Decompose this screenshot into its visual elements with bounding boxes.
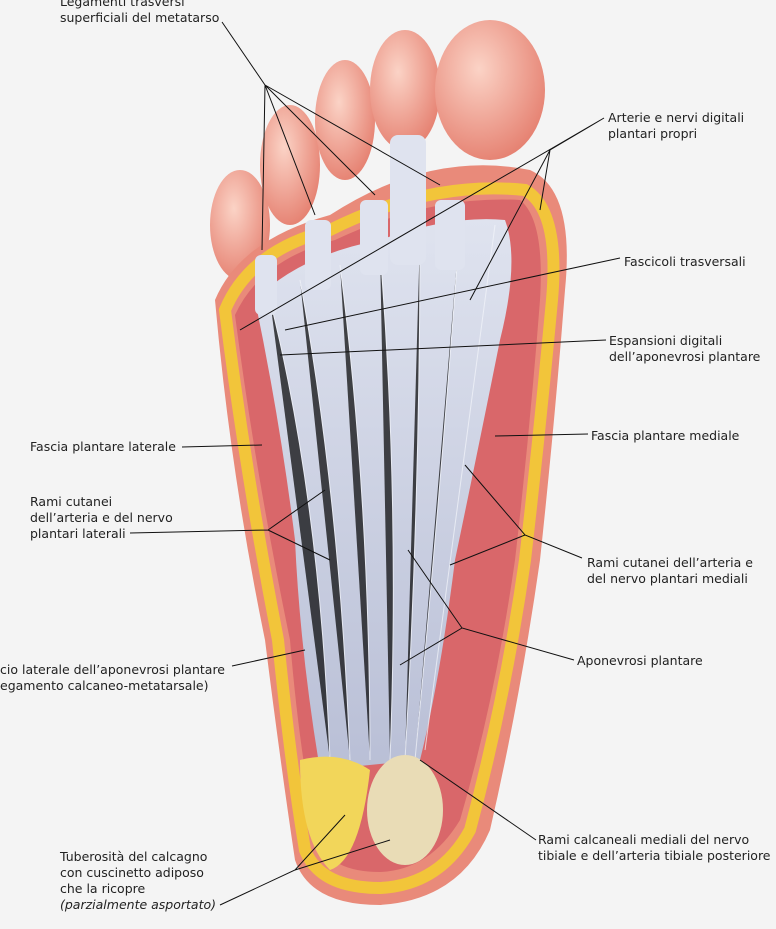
label-fascio-laterale: cio laterale dell’aponevrosi plantare eg… xyxy=(0,662,225,694)
label-line: Rami calcaneali mediali del nervo xyxy=(538,832,750,847)
label-fascicoli-trasversali: Fascicoli trasversali xyxy=(624,254,746,270)
label-line: Fascia plantare laterale xyxy=(30,439,176,454)
label-line: (parzialmente asportato) xyxy=(60,897,217,912)
calcaneal-tuberosity xyxy=(367,755,443,865)
label-aponevrosi-plantare: Aponevrosi plantare xyxy=(577,653,703,669)
label-line: dell’aponevrosi plantare xyxy=(609,349,761,364)
label-espansioni-digitali: Espansioni digitali dell’aponevrosi plan… xyxy=(609,333,760,365)
digital-slips xyxy=(255,135,465,315)
label-legamenti-trasversi: Legamenti trasversi superficiali del met… xyxy=(60,0,219,26)
leader-lines xyxy=(129,21,621,906)
label-line: Tuberosità del calcagno xyxy=(60,849,208,864)
label-line: Fascicoli trasversali xyxy=(624,254,746,269)
label-line: Rami cutanei dell’arteria e xyxy=(587,555,753,570)
fat-border xyxy=(218,182,560,895)
label-line: del nervo plantari mediali xyxy=(587,571,748,586)
label-rami-cutanei-laterali: Rami cutanei dell’arteria e del nervo pl… xyxy=(30,494,173,542)
label-tuberosita-calcagno: Tuberosità del calcagno con cuscinetto a… xyxy=(60,849,216,913)
label-line: dell’arteria e del nervo xyxy=(30,510,173,525)
heel-fat-pad xyxy=(300,756,370,870)
label-fascia-plantare-mediale: Fascia plantare mediale xyxy=(591,428,739,444)
label-line: Espansioni digitali xyxy=(609,333,723,348)
label-rami-cutanei-mediali: Rami cutanei dell’arteria e del nervo pl… xyxy=(587,555,753,587)
label-rami-calcaneali: Rami calcaneali mediali del nervo tibial… xyxy=(538,832,771,864)
label-line: Arterie e nervi digitali xyxy=(608,110,745,125)
label-line: Aponevrosi plantare xyxy=(577,653,703,668)
label-line: plantari laterali xyxy=(30,526,126,541)
label-line: che la ricopre xyxy=(60,881,146,896)
label-line: plantari propri xyxy=(608,126,698,141)
fascia-strands xyxy=(269,224,496,761)
label-fascia-plantare-laterale: Fascia plantare laterale xyxy=(30,439,176,455)
label-arterie-nervi-digitali: Arterie e nervi digitali plantari propri xyxy=(608,110,744,142)
label-line: superficiali del metatarso xyxy=(60,10,220,25)
label-line: tibiale e dell’arteria tibiale posterior… xyxy=(538,848,771,863)
label-line: Fascia plantare mediale xyxy=(591,428,740,443)
label-line: Legamenti trasversi xyxy=(60,0,185,9)
label-line: cio laterale dell’aponevrosi plantare xyxy=(0,662,225,677)
label-line: con cuscinetto adiposo xyxy=(60,865,204,880)
label-line: Rami cutanei xyxy=(30,494,113,509)
label-line: egamento calcaneo-metatarsale) xyxy=(0,678,209,693)
